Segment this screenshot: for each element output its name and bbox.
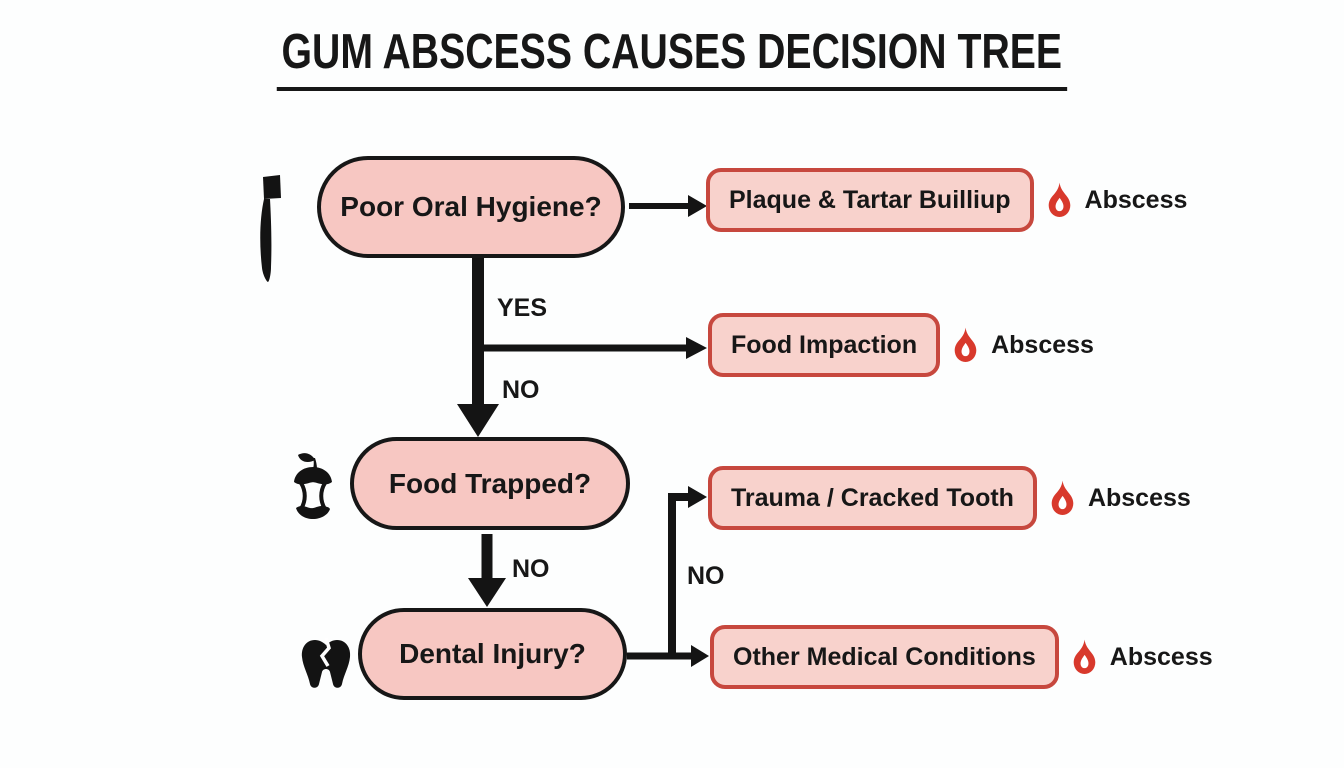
arrow-yes-to-food-impaction: [473, 337, 707, 359]
decision-label: Dental Injury?: [399, 638, 586, 669]
arrow-hygiene-down: [457, 256, 499, 437]
outcome-label: Food Impaction: [731, 330, 918, 359]
outcome-row-trauma-cracked-tooth: Trauma / Cracked Tooth Abscess: [708, 466, 1191, 530]
decision-node-food-trapped: Food Trapped?: [350, 437, 630, 530]
outcome-box-plaque-tartar: Plaque & Tartar Builliup: [706, 168, 1034, 232]
abscess-label: Abscess: [991, 330, 1094, 359]
arrow-hygiene-to-plaque: [629, 195, 707, 217]
outcome-box-other-medical-conditions: Other Medical Conditions: [710, 625, 1059, 689]
outcome-row-other-medical-conditions: Other Medical Conditions Abscess: [710, 625, 1213, 689]
arrow-foodtrapped-to-dentalinjury: [468, 534, 506, 607]
flame-icon: [1048, 480, 1077, 516]
yes-branch-label: YES: [497, 294, 548, 322]
toothbrush-icon: [253, 172, 283, 288]
decision-label: Food Trapped?: [388, 467, 592, 499]
abscess-label: Abscess: [1084, 185, 1188, 214]
decision-node-poor-oral-hygiene: Poor Oral Hygiene?: [317, 156, 625, 258]
flame-icon: [951, 327, 980, 363]
outcome-label: Plaque & Tartar Builliup: [729, 185, 1011, 214]
decision-node-dental-injury: Dental Injury?: [358, 608, 627, 700]
flame-icon: [1045, 182, 1074, 218]
apple-core-icon: [290, 452, 336, 520]
page-title: GUM ABSCESS CAUSES DECISION TREE: [276, 24, 1068, 91]
abscess-label: Abscess: [1087, 483, 1191, 512]
outcome-box-trauma-cracked-tooth: Trauma / Cracked Tooth: [708, 466, 1037, 530]
cracked-tooth-icon: [299, 636, 353, 694]
outcome-row-plaque-tartar: Plaque & Tartar Builliup Abscess: [706, 168, 1187, 232]
flame-icon: [1070, 639, 1099, 675]
outcome-label: Trauma / Cracked Tooth: [731, 483, 1014, 512]
outcome-label: Other Medical Conditions: [733, 642, 1036, 671]
decision-label: Poor Oral Hygiene?: [340, 191, 602, 222]
no-branch-label: NO: [502, 376, 540, 404]
outcome-box-food-impaction: Food Impaction: [708, 313, 941, 377]
outcome-row-food-impaction: Food Impaction Abscess: [708, 313, 1094, 377]
arrow-no-up-to-trauma: [668, 486, 707, 659]
arrow-dentalinjury-to-other: [627, 645, 709, 667]
no-branch-label: NO: [512, 555, 550, 583]
no-branch-label: NO: [687, 562, 725, 590]
title-bar: GUM ABSCESS CAUSES DECISION TREE: [0, 24, 1344, 91]
abscess-label: Abscess: [1109, 642, 1213, 671]
